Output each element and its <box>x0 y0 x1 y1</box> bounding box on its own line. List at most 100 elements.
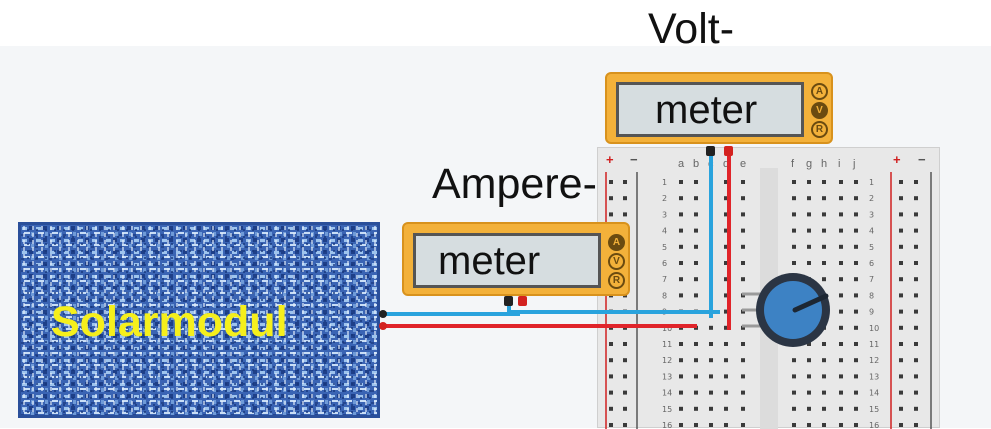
breadboard-hole <box>914 261 918 265</box>
breadboard-hole <box>854 325 858 330</box>
breadboard-hole <box>609 374 613 379</box>
breadboard-hole <box>709 277 713 282</box>
resistance-mode-knob[interactable]: R <box>608 272 625 289</box>
resistance-mode-knob[interactable]: R <box>811 121 828 138</box>
breadboard-hole <box>854 293 858 298</box>
breadboard-hole <box>724 180 728 184</box>
breadboard-hole <box>839 212 843 217</box>
breadboard-hole <box>724 293 728 298</box>
breadboard-hole <box>724 358 728 363</box>
breadboard-hole <box>724 309 728 314</box>
breadboard-hole <box>822 261 826 265</box>
breadboard-hole <box>694 374 698 379</box>
breadboard-hole <box>694 261 698 265</box>
breadboard-hole <box>623 325 627 330</box>
breadboard-hole <box>679 277 683 282</box>
left-rail-minus: − <box>630 152 638 167</box>
breadboard-hole <box>899 180 903 184</box>
breadboard-hole <box>623 423 627 427</box>
breadboard-hole <box>807 261 811 265</box>
breadboard-hole <box>899 293 903 298</box>
breadboard-hole <box>839 277 843 282</box>
breadboard-hole <box>822 423 826 427</box>
breadboard-hole <box>709 358 713 363</box>
breadboard-hole <box>914 374 918 379</box>
breadboard-hole <box>822 342 826 346</box>
breadboard-hole <box>609 423 613 427</box>
breadboard-hole <box>854 342 858 346</box>
row-number: 7 <box>869 275 874 284</box>
breadboard-hole <box>899 244 903 249</box>
breadboard-hole <box>807 358 811 363</box>
breadboard-hole <box>792 390 796 395</box>
breadboard-hole <box>792 342 796 346</box>
breadboard-hole <box>792 423 796 427</box>
row-number: 14 <box>869 389 879 398</box>
breadboard-hole <box>724 228 728 233</box>
breadboard-hole <box>792 261 796 265</box>
breadboard-hole <box>914 212 918 217</box>
breadboard-hole <box>807 406 811 411</box>
row-number: 12 <box>869 356 879 365</box>
breadboard-hole <box>914 342 918 346</box>
breadboard-hole <box>899 406 903 411</box>
breadboard-hole <box>741 423 745 427</box>
breadboard-hole <box>822 228 826 233</box>
breadboard-hole <box>609 180 613 184</box>
voltmeter-display-text: meter <box>655 88 758 132</box>
breadboard-hole <box>623 180 627 184</box>
breadboard-hole <box>792 406 796 411</box>
row-number: 12 <box>662 356 672 365</box>
breadboard-hole <box>792 196 796 201</box>
breadboard-hole <box>914 277 918 282</box>
breadboard-hole <box>709 374 713 379</box>
breadboard-hole <box>854 228 858 233</box>
breadboard-hole <box>694 212 698 217</box>
breadboard-hole <box>724 342 728 346</box>
row-number: 5 <box>869 243 874 252</box>
breadboard-hole <box>899 342 903 346</box>
ampere-mode-knob[interactable]: A <box>608 234 625 251</box>
breadboard-hole <box>839 261 843 265</box>
breadboard-hole <box>839 196 843 201</box>
breadboard-hole <box>679 293 683 298</box>
breadboard-hole <box>854 261 858 265</box>
row-number: 9 <box>869 308 874 317</box>
voltmeter[interactable]: meter A V R <box>605 72 833 144</box>
row-number: 7 <box>662 275 667 284</box>
breadboard-hole <box>709 244 713 249</box>
breadboard-hole <box>709 261 713 265</box>
breadboard-hole <box>709 325 713 330</box>
breadboard-hole <box>694 406 698 411</box>
breadboard-hole <box>914 406 918 411</box>
breadboard-hole <box>854 374 858 379</box>
breadboard-hole <box>854 309 858 314</box>
breadboard-hole <box>914 423 918 427</box>
breadboard-hole <box>709 180 713 184</box>
breadboard-hole <box>623 309 627 314</box>
breadboard-hole <box>694 196 698 201</box>
breadboard-hole <box>741 309 745 314</box>
breadboard-hole <box>694 423 698 427</box>
solar-module[interactable]: Solarmodul <box>18 222 380 418</box>
row-number: 15 <box>869 405 879 414</box>
breadboard-hole <box>792 244 796 249</box>
ammeter-label: Ampere- <box>432 160 597 208</box>
volt-mode-knob[interactable]: V <box>608 253 625 270</box>
row-number: 8 <box>869 291 874 300</box>
breadboard-hole <box>679 212 683 217</box>
ammeter[interactable]: meter A V R <box>402 222 630 296</box>
breadboard-hole <box>709 309 713 314</box>
breadboard-hole <box>623 406 627 411</box>
breadboard-hole <box>807 180 811 184</box>
breadboard-hole <box>679 406 683 411</box>
volt-mode-knob[interactable]: V <box>811 102 828 119</box>
breadboard-hole <box>822 277 826 282</box>
breadboard-hole <box>623 358 627 363</box>
column-b: b <box>693 158 700 170</box>
breadboard-hole <box>839 325 843 330</box>
breadboard-hole <box>609 212 613 217</box>
breadboard-hole <box>609 342 613 346</box>
ampere-mode-knob[interactable]: A <box>811 83 828 100</box>
